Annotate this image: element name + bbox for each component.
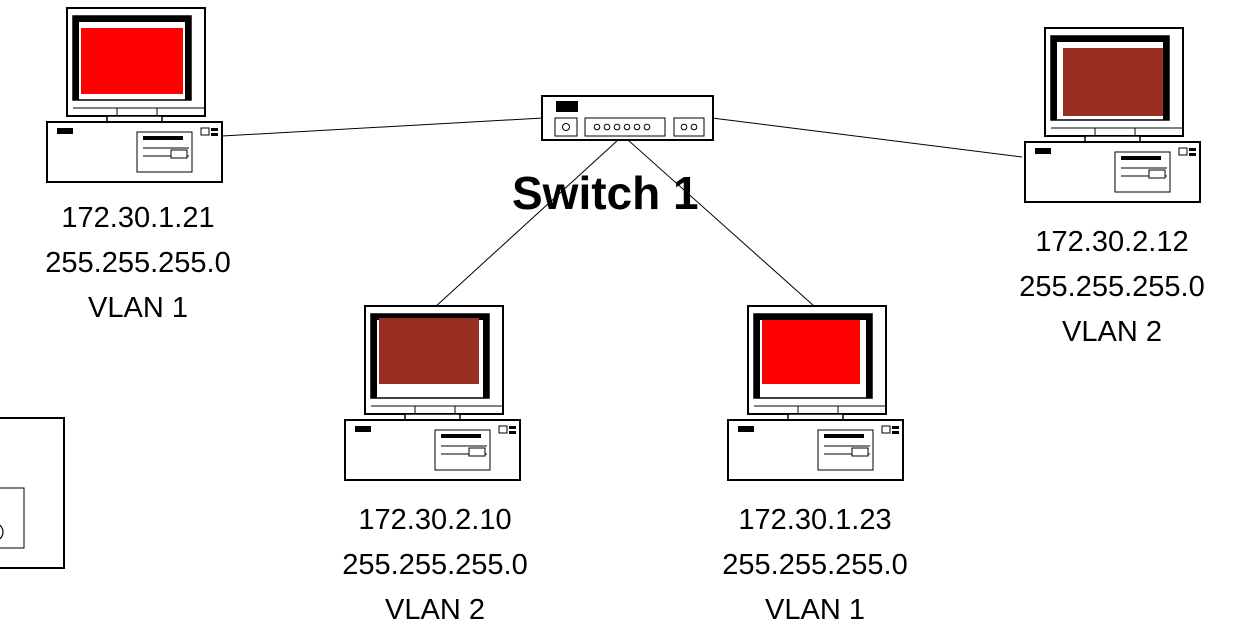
computer-icon-pc4[interactable] [1024,27,1201,203]
cable-pc1-switch [221,117,544,137]
pc2-label: 172.30.2.10 255.255.255.0 VLAN 2 [315,498,555,633]
pc4-ip: 172.30.2.12 [1035,226,1189,258]
pc3-vlan: VLAN 1 [765,594,865,626]
pc4-label: 172.30.2.12 255.255.255.0 VLAN 2 [992,220,1232,355]
pc1-ip: 172.30.1.21 [61,202,215,234]
pc2-ip: 172.30.2.10 [358,504,512,536]
pc2-mask: 255.255.255.0 [342,549,528,581]
cable-pc2-switch [433,139,619,309]
pc1-vlan: VLAN 1 [88,292,188,324]
pc3-label: 172.30.1.23 255.255.255.0 VLAN 1 [695,498,935,633]
computer-icon-pc2[interactable] [344,305,521,481]
computer-icon-pc3[interactable] [727,305,904,481]
switch-label: Switch 1 [512,167,699,219]
pc3-ip: 172.30.1.23 [738,504,892,536]
screen-pc3 [762,320,860,384]
pc1-mask: 255.255.255.0 [45,247,231,279]
pc4-vlan: VLAN 2 [1062,316,1162,348]
screen-pc2 [379,318,479,384]
cable-pc4-switch [711,117,1023,158]
cable-pc3-switch [627,139,815,307]
pc3-mask: 255.255.255.0 [722,549,908,581]
pc4-mask: 255.255.255.0 [1019,271,1205,303]
screen-pc4 [1063,48,1163,116]
computer-icon-pc1[interactable] [46,7,223,183]
switch-icon[interactable] [541,95,714,141]
pc2-vlan: VLAN 2 [385,594,485,626]
pc1-label: 172.30.1.21 255.255.255.0 VLAN 1 [18,196,258,331]
screen-pc1 [81,28,183,94]
partial-device-icon [0,417,65,569]
